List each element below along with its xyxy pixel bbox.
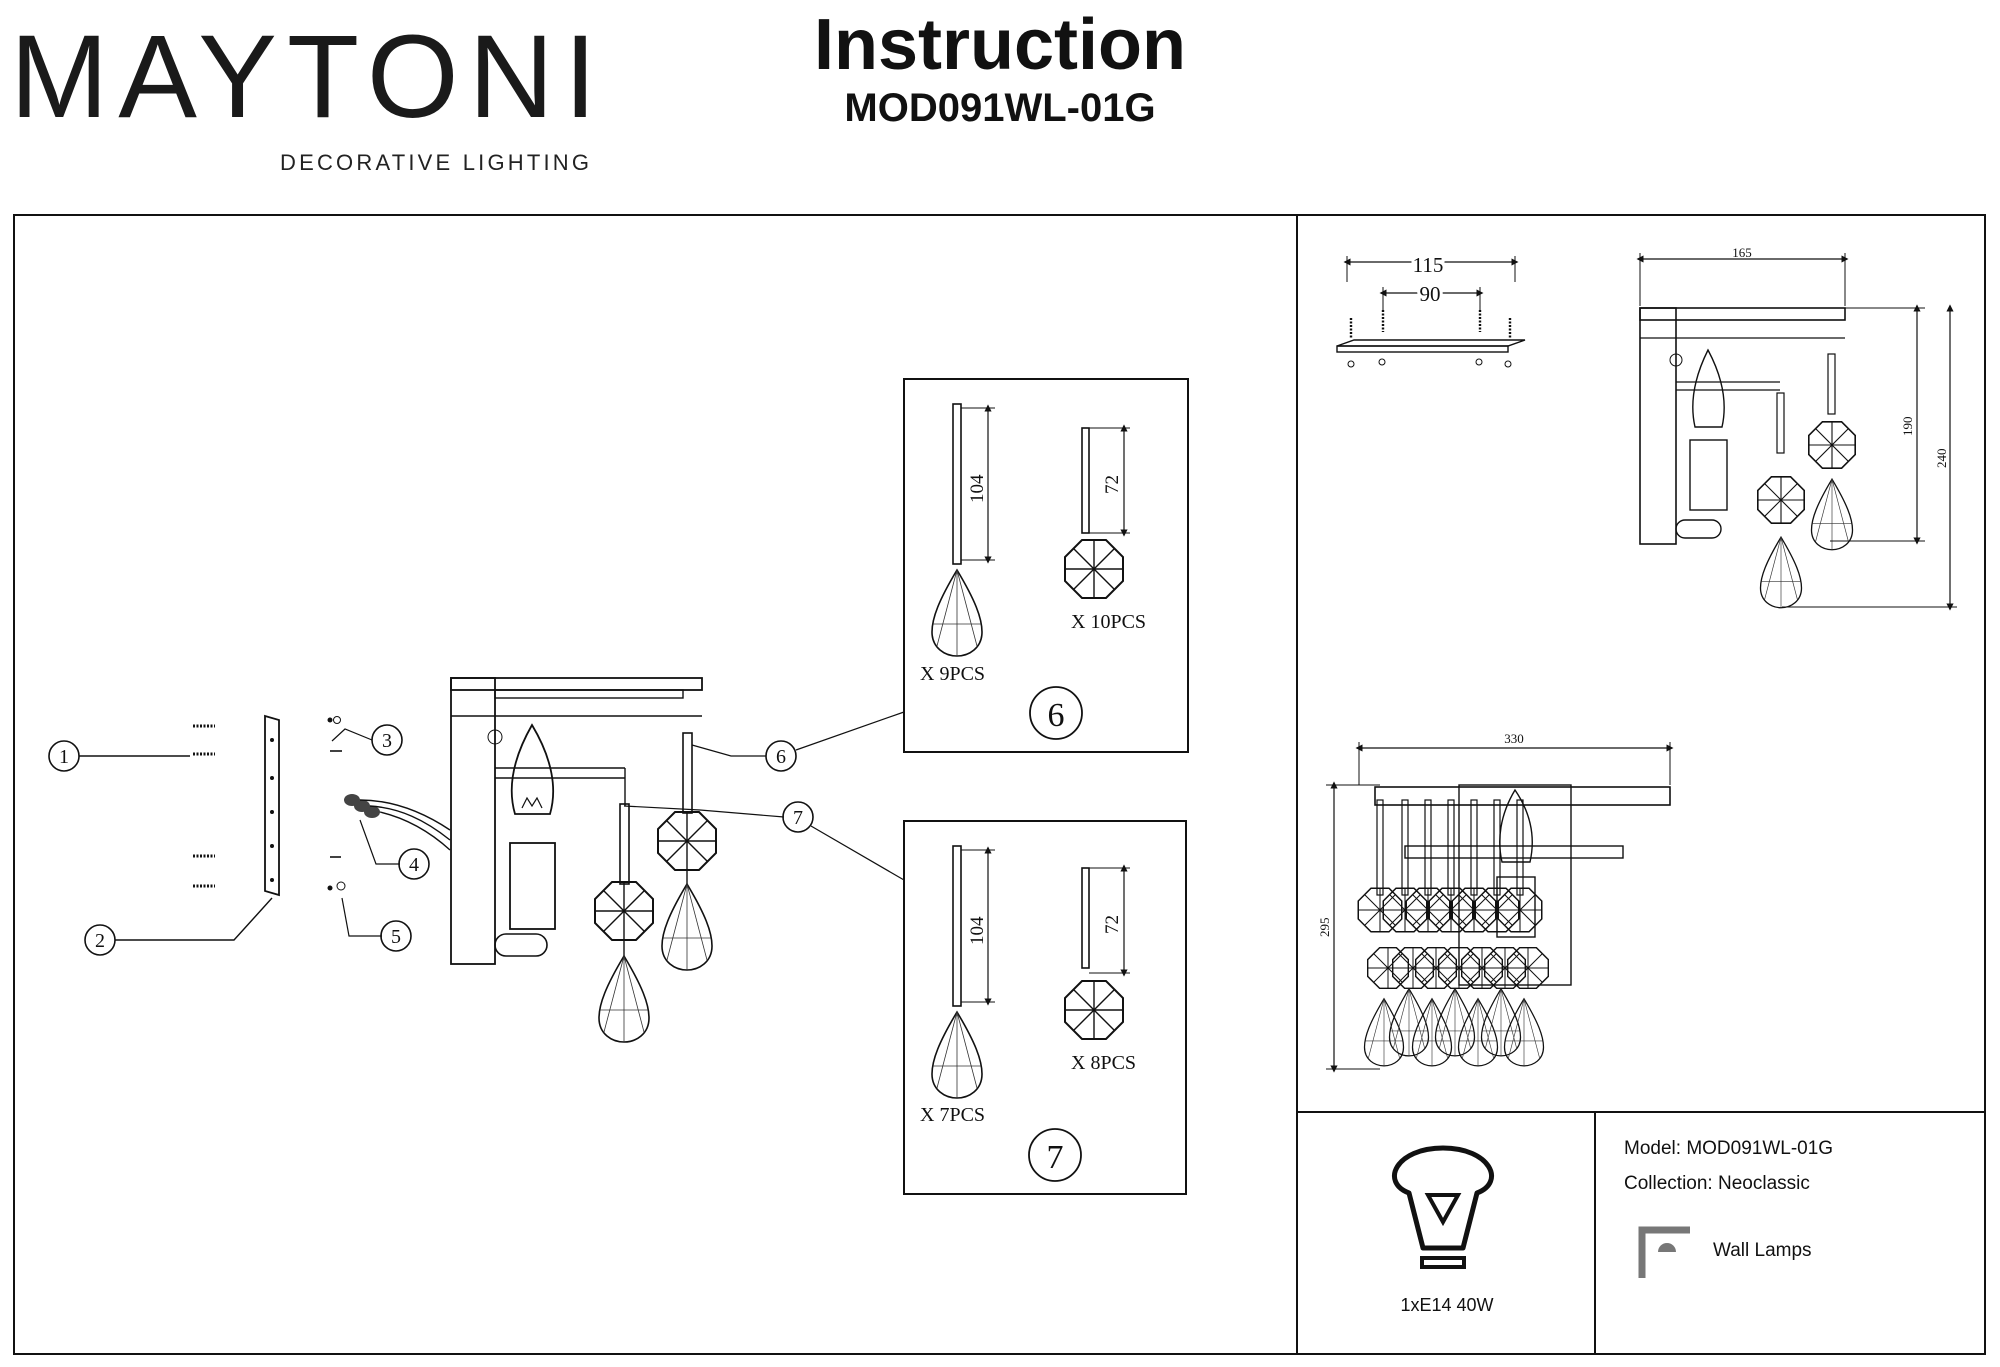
front-octagon-crystal <box>1497 887 1543 933</box>
spec-model-value: MOD091WL-01G <box>1686 1138 1834 1159</box>
parts-box-7: 104 X 7PCS 72 X 8PCS 7 <box>903 820 1187 1195</box>
svg-text:104: 104 <box>967 916 988 945</box>
side-view-dimensions: 165 190 240 <box>1636 245 1957 611</box>
svg-text:240: 240 <box>1934 449 1949 469</box>
parts-box-6: 104 X 9PCS 72 X 10PCS 6 <box>903 378 1189 753</box>
spec-collection: Collection: Neoclassic <box>1624 1173 1810 1195</box>
model-code: MOD091WL-01G <box>844 86 1156 130</box>
svg-text:72: 72 <box>1102 475 1123 494</box>
brand-name: MAYTONI <box>10 11 607 143</box>
front-rod <box>1447 799 1455 896</box>
brand-logo: MAYTONI DECORATIVE LIGHTING <box>10 8 610 178</box>
svg-text:295: 295 <box>1317 918 1332 938</box>
spec-model-label: Model: <box>1624 1138 1682 1159</box>
svg-text:330: 330 <box>1504 731 1524 746</box>
front-rod <box>1516 799 1524 896</box>
lamp-body <box>450 677 703 965</box>
front-rod <box>1470 799 1478 896</box>
front-view-dimensions: 330 295 <box>1317 731 1674 1073</box>
callout-7: 7 <box>623 801 905 881</box>
svg-text:4: 4 <box>409 854 419 876</box>
spec-model: Model: MOD091WL-01G <box>1624 1138 1833 1160</box>
front-drop-crystal <box>1434 988 1476 1057</box>
svg-text:X 8PCS: X 8PCS <box>1071 1052 1136 1074</box>
spec-collection-label: Collection: <box>1624 1173 1713 1194</box>
nut <box>327 716 341 724</box>
spec-type: Wall Lamps <box>1713 1240 1812 1261</box>
svg-text:X 9PCS: X 9PCS <box>920 663 985 685</box>
front-rod <box>1424 799 1432 896</box>
callout-5: 5 <box>341 897 412 952</box>
front-drop-crystal <box>1503 998 1545 1067</box>
svg-text:6: 6 <box>1048 697 1065 734</box>
front-crystal-array <box>1357 799 1550 1067</box>
wire-connector <box>344 794 451 851</box>
svg-text:190: 190 <box>1900 417 1915 437</box>
svg-text:115: 115 <box>1413 253 1444 277</box>
front-drop-crystal <box>1411 998 1453 1067</box>
svg-text:3: 3 <box>382 730 392 752</box>
front-rod <box>1376 799 1384 896</box>
svg-text:6: 6 <box>776 746 786 768</box>
callout-1: 1 <box>48 740 190 772</box>
svg-text:104: 104 <box>967 474 988 503</box>
page-title: Instruction <box>814 5 1186 85</box>
front-drop-crystal <box>1457 998 1499 1067</box>
callout-6: 6 <box>691 711 905 772</box>
svg-text:5: 5 <box>391 926 401 948</box>
svg-text:1: 1 <box>59 746 69 768</box>
callout-4: 4 <box>359 819 430 880</box>
svg-text:X 10PCS: X 10PCS <box>1071 611 1146 633</box>
callout-2: 2 <box>84 897 273 956</box>
brand-tagline: DECORATIVE LIGHTING <box>280 150 593 175</box>
svg-text:165: 165 <box>1732 245 1752 260</box>
bulb-spec: 1xE14 40W <box>1400 1295 1494 1315</box>
svg-text:X 7PCS: X 7PCS <box>920 1104 985 1126</box>
front-octagon-crystal <box>1506 947 1550 989</box>
wall-lamp-icon <box>1638 1226 1690 1278</box>
hanging-crystal-left <box>594 803 654 1043</box>
hanging-crystal-right <box>657 732 717 971</box>
svg-text:7: 7 <box>1047 1139 1064 1176</box>
mounting-plate <box>264 714 280 897</box>
spec-collection-value: Neoclassic <box>1718 1173 1810 1194</box>
bulb-icon <box>1392 1145 1494 1269</box>
svg-text:2: 2 <box>95 930 105 952</box>
svg-text:90: 90 <box>1420 282 1441 306</box>
callout-3: 3 <box>331 724 403 756</box>
drawing-frame <box>13 214 1986 1355</box>
svg-text:72: 72 <box>1102 915 1123 934</box>
cap-nut <box>327 881 346 891</box>
svg-text:7: 7 <box>793 807 803 829</box>
top-view-dimensions: 115 90 <box>1336 250 1526 368</box>
front-drop-crystal <box>1480 988 1522 1057</box>
front-drop-crystal <box>1388 988 1430 1057</box>
